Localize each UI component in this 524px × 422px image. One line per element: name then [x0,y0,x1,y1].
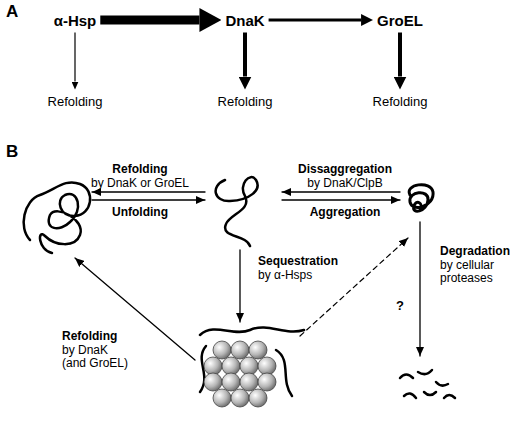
protein-node: Refolding [218,94,273,109]
step-label: Degradation [440,245,510,258]
unfolded-protein [216,177,258,246]
bound-chain [276,350,292,396]
protein-node: α-Hsp [54,12,97,29]
hsp-sphere [240,357,258,375]
step-label: by cellular proteases [440,259,512,285]
protein-node: GroEL [377,12,423,29]
aggregated-protein [409,185,433,212]
node-label: Refolding [48,94,103,109]
hsp-sphere [249,389,267,407]
node-label: Refolding [218,94,273,109]
step-label: by DnaK or GroEL [91,177,189,190]
hsp-sphere [258,357,276,375]
step-label: Aggregation [310,206,381,219]
panel-letter: A [6,3,18,21]
hsp-sphere [249,341,267,359]
degradation-arrow [419,222,420,356]
sequestration-arrow [239,250,240,322]
hsp-sphere [222,357,240,375]
node-label: GroEL [377,12,423,29]
protein-node: DnaK [225,12,264,29]
bound-chain [200,327,304,335]
dashed-arrow [300,238,408,336]
peptide-fragment [424,392,436,395]
hsp-sphere [213,341,231,359]
flow-arrow [269,19,361,22]
peptide-fragment [444,395,455,398]
hsp-sphere [213,389,231,407]
peptide-fragment [418,370,432,374]
step-label: ? [396,299,404,313]
hsp-sphere [258,373,276,391]
peptide-fragment [436,382,448,386]
folded-protein [24,182,90,253]
unfolding-arrow [92,199,205,200]
node-label: DnaK [225,12,264,29]
flow-arrow [243,33,247,77]
step-label: Refolding [112,163,167,176]
step-label: Refolding [62,330,117,343]
step-label: by DnaK/ClpB [307,177,382,190]
hsp-sphere [231,341,249,359]
hsp-sphere [231,389,249,407]
flow-arrow [100,16,199,25]
hsp-sphere [204,357,222,375]
step-label: Sequestration [258,255,338,268]
step-label: Unfolding [112,206,168,219]
hsp-sphere [222,373,240,391]
peptide-fragment [404,393,416,398]
hsp-sphere [204,373,222,391]
refolding-arrow [92,191,205,192]
flow-arrow [74,33,75,82]
panel-letter: B [6,143,18,161]
step-label: by DnaK (and GroEL) [62,344,134,370]
step-label: by α-Hsps [258,269,312,282]
disaggregation-arrow [282,191,400,192]
protein-node: Refolding [373,94,428,109]
node-label: α-Hsp [54,12,97,29]
peptide-fragment [400,375,413,379]
protein-node: Refolding [48,94,103,109]
hsp-sphere [240,373,258,391]
step-label: Dissaggregation [298,163,392,176]
node-label: Refolding [373,94,428,109]
aggregation-arrow [282,199,400,200]
flow-arrow [398,33,402,77]
